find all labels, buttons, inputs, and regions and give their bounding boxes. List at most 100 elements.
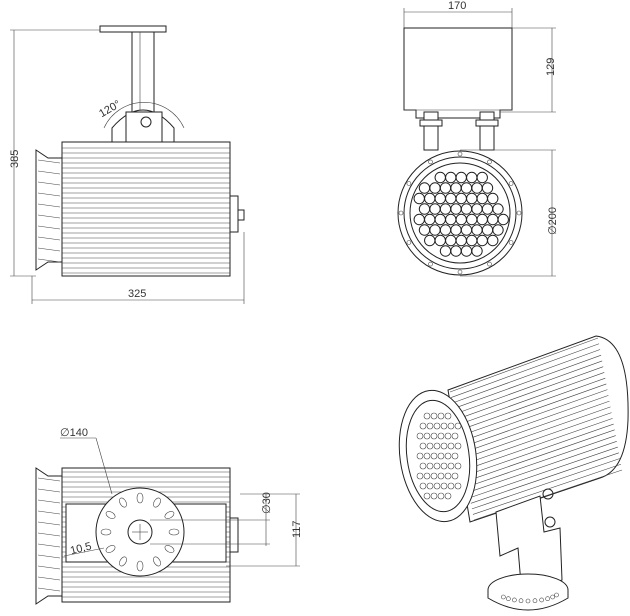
iso-led — [430, 492, 438, 500]
iso-led — [454, 462, 462, 470]
iso-led — [419, 442, 427, 450]
iso-fin — [468, 441, 617, 493]
u-bracket — [403, 27, 513, 119]
cable-gland — [237, 209, 245, 221]
bezel-rib — [37, 554, 61, 559]
iso-hole — [501, 594, 506, 600]
led — [492, 224, 504, 236]
iso-led — [430, 412, 438, 420]
bezel-rib — [37, 203, 61, 208]
screw — [516, 210, 522, 216]
mount-plate — [99, 25, 167, 33]
bottom-view: ∅140 10,5 ∅30 117 — [35, 427, 303, 605]
iso-fin — [463, 412, 612, 465]
bezel-rib — [37, 170, 61, 175]
iso-led — [454, 482, 462, 490]
iso-hole — [539, 597, 544, 603]
slot — [100, 528, 112, 536]
isometric-view — [398, 335, 629, 611]
iso-led — [433, 422, 441, 430]
iso-led — [440, 462, 448, 470]
iso-fin — [455, 366, 604, 421]
slot — [119, 497, 127, 508]
lens-plate — [409, 162, 511, 264]
iso-led — [447, 462, 455, 470]
iso-led — [454, 442, 462, 450]
led — [471, 245, 483, 257]
bezel-ribs — [37, 159, 61, 263]
iso-led — [416, 472, 424, 480]
iso-base-holes — [501, 592, 559, 604]
iso-led — [454, 422, 462, 430]
bezel-rib — [37, 181, 61, 186]
iso-base-edge — [487, 590, 569, 611]
iso-led — [423, 492, 431, 500]
iso-led — [426, 482, 434, 490]
iso-bracket — [495, 495, 563, 597]
housing-fins — [62, 147, 230, 274]
nut-right — [475, 119, 499, 127]
bezel-rib — [37, 576, 61, 581]
iso-fin — [460, 395, 609, 448]
screw — [457, 269, 463, 275]
slot — [136, 492, 144, 504]
bezel-rib — [37, 510, 61, 515]
bezel-rib — [37, 214, 61, 219]
nut-left — [419, 119, 443, 127]
slot — [153, 556, 161, 567]
screw — [508, 181, 514, 186]
iso-led — [444, 492, 452, 500]
iso-hole — [506, 596, 511, 601]
iso-fin — [451, 349, 601, 404]
iso-fin — [450, 343, 600, 398]
iso-led — [430, 472, 438, 480]
iso-hole — [532, 598, 538, 604]
front-bezel-bottom — [35, 467, 63, 605]
angle-arc — [103, 102, 185, 129]
iso-led — [440, 422, 448, 430]
bezel-rib — [37, 521, 61, 526]
iso-fin — [457, 377, 606, 432]
iso-led — [440, 442, 448, 450]
slot — [105, 545, 116, 553]
hole-label: ∅30 — [261, 492, 273, 514]
slot — [164, 545, 175, 553]
iso-led — [433, 442, 441, 450]
bolt-top — [140, 116, 152, 128]
iso-fin — [459, 389, 608, 443]
screw — [406, 240, 412, 245]
iso-fins — [449, 337, 623, 521]
iso-led — [433, 462, 441, 470]
iso-led — [440, 482, 448, 490]
bezel-rib — [37, 159, 61, 164]
rear-connector-bottom — [229, 517, 239, 553]
iso-fin — [464, 418, 613, 471]
iso-bolt-bottom — [544, 516, 556, 528]
lamp-head-ring — [403, 156, 517, 270]
iso-fin — [465, 423, 614, 476]
iso-housing — [447, 335, 629, 523]
slot-label: 10,5 — [69, 540, 93, 557]
iso-led — [423, 472, 431, 480]
iso-led — [416, 452, 424, 460]
height-label: 385 — [9, 150, 21, 168]
iso-led — [416, 432, 424, 440]
iso-led — [437, 452, 445, 460]
bracket-width-label: 170 — [448, 0, 466, 12]
bezel-rib — [37, 236, 61, 241]
led — [487, 192, 499, 205]
iso-fin — [467, 435, 616, 487]
side-view: 120° 385 325 — [9, 25, 245, 304]
bezel-rib — [37, 532, 61, 537]
screw — [487, 159, 492, 165]
screw — [398, 210, 404, 216]
iso-led — [437, 412, 445, 420]
bezel-rib — [37, 477, 61, 482]
iso-led — [419, 462, 427, 470]
led — [487, 234, 499, 247]
iso-bolt-top — [542, 488, 554, 500]
screw — [508, 240, 514, 245]
screw — [428, 159, 433, 165]
bezel-rib — [37, 499, 61, 504]
